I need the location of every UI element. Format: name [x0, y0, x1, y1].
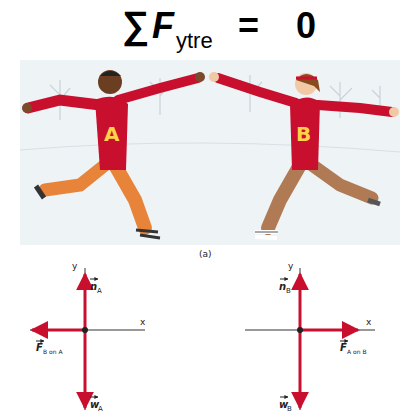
free-body-diagram-b — [245, 268, 375, 410]
axis-label: x — [140, 318, 145, 327]
skater-b — [209, 72, 399, 238]
zero: 0 — [296, 8, 316, 44]
equals-sign: = — [238, 8, 259, 44]
sum-symbol: ∑ — [122, 6, 149, 44]
vector-symbol: w — [279, 400, 288, 410]
vector-symbol: n — [90, 282, 97, 292]
axis-label: y — [288, 262, 293, 271]
subscript: ytre — [176, 30, 213, 52]
subscript: B — [287, 406, 292, 413]
axis-label: y — [72, 262, 77, 271]
subscript: A — [98, 406, 103, 413]
skater-a — [22, 70, 205, 238]
subscript: B — [286, 288, 291, 295]
vector-symbol: F — [36, 343, 43, 353]
skating-scene — [20, 60, 400, 245]
vector-symbol: n — [279, 282, 286, 292]
sweater-letter: A — [104, 124, 119, 144]
figure-label: (a) — [199, 250, 212, 259]
subscript: B on A — [43, 349, 63, 355]
axis-label: x — [366, 318, 371, 327]
force-symbol: F — [152, 8, 174, 44]
vector-symbol: F — [340, 343, 347, 353]
vector-symbol: w — [90, 400, 99, 410]
subscript: A on B — [347, 349, 367, 355]
free-body-diagram-a — [30, 268, 145, 410]
subscript: A — [97, 288, 102, 295]
sweater-letter: B — [296, 124, 311, 144]
